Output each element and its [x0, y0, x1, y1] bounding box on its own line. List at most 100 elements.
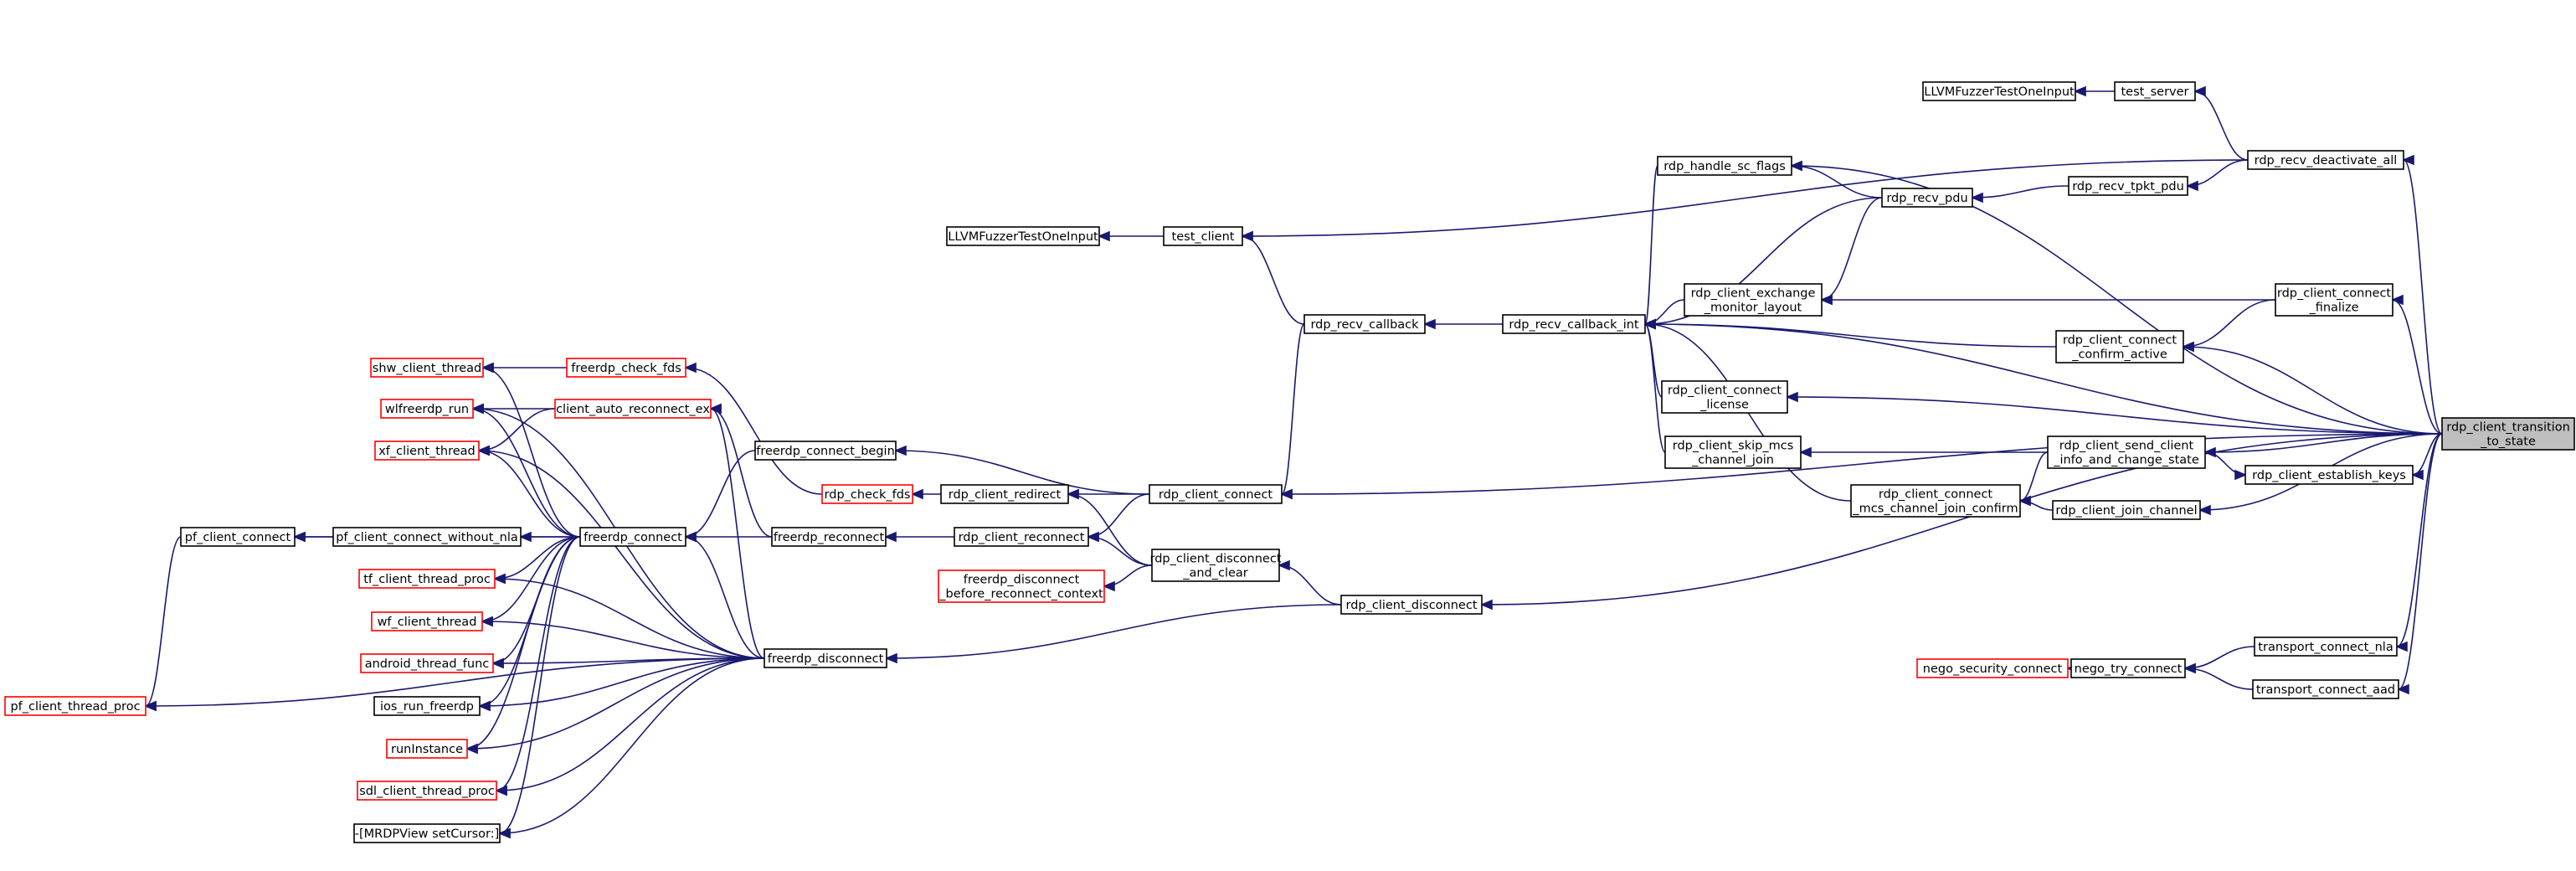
node-exch[interactable]: rdp_client_exchange_monitor_layout — [1684, 283, 1823, 317]
node-box[interactable] — [2068, 176, 2188, 196]
node-box[interactable] — [1664, 436, 1802, 469]
node-box[interactable] — [954, 527, 1089, 547]
node-conn_begin[interactable]: freerdp_connect_begin — [754, 441, 897, 461]
node-recv_pdu[interactable]: rdp_recv_pdu — [1881, 188, 1973, 208]
node-box[interactable] — [370, 358, 484, 378]
node-ios[interactable]: ios_run_freerdp — [373, 696, 481, 716]
node-deact[interactable]: rdp_recv_deactivate_all — [2247, 150, 2404, 170]
node-check_fds_fp[interactable]: freerdp_check_fds — [566, 358, 686, 378]
node-box[interactable] — [946, 226, 1100, 246]
node-box[interactable] — [1303, 314, 1426, 334]
node-box[interactable] — [2052, 500, 2201, 520]
node-shw[interactable]: shw_client_thread — [370, 358, 484, 378]
node-box[interactable] — [554, 399, 712, 419]
node-box[interactable] — [821, 484, 913, 504]
node-mrdp[interactable]: -[MRDPView setCursor:] — [353, 823, 501, 843]
node-box[interactable] — [754, 441, 897, 461]
node-box[interactable] — [380, 399, 474, 419]
node-box[interactable] — [1657, 156, 1792, 176]
node-cl_reconnect[interactable]: rdp_client_reconnect — [954, 527, 1089, 547]
node-client_connect[interactable]: rdp_client_connect — [1149, 484, 1283, 504]
node-box[interactable] — [1661, 380, 1788, 414]
node-test_client[interactable]: test_client — [1163, 226, 1243, 246]
node-box[interactable] — [1163, 226, 1243, 246]
node-box[interactable] — [332, 527, 522, 547]
node-pf_nla[interactable]: pf_client_connect_without_nla — [332, 527, 522, 547]
node-finalize[interactable]: rdp_client_connect_finalize — [2275, 283, 2393, 317]
node-disc_clear[interactable]: rdp_client_disconnect_and_clear — [1149, 549, 1282, 582]
node-fr_disconnect[interactable]: freerdp_disconnect — [764, 648, 887, 668]
node-box[interactable] — [1149, 484, 1283, 504]
node-recv_cb[interactable]: rdp_recv_callback — [1303, 314, 1426, 334]
node-redirect[interactable]: rdp_client_redirect — [940, 484, 1069, 504]
node-est_keys[interactable]: rdp_client_establish_keys — [2244, 465, 2414, 485]
node-box[interactable] — [374, 441, 480, 461]
node-box[interactable] — [2070, 658, 2186, 678]
node-pf_connect[interactable]: pf_client_connect — [180, 527, 296, 547]
node-box[interactable] — [358, 569, 496, 589]
node-box[interactable] — [1922, 81, 2076, 101]
node-pf_proc[interactable]: pf_client_thread_proc — [4, 696, 147, 716]
node-check_fds_rdp[interactable]: rdp_check_fds — [821, 484, 913, 504]
node-box[interactable] — [2055, 330, 2184, 363]
node-box[interactable] — [4, 696, 147, 716]
node-box[interactable] — [1881, 188, 1973, 208]
node-box[interactable] — [566, 358, 686, 378]
node-box[interactable] — [938, 570, 1105, 603]
node-box[interactable] — [371, 611, 483, 631]
node-box[interactable] — [1916, 658, 2069, 678]
node-fr_reconnect[interactable]: freerdp_reconnect — [771, 527, 887, 547]
node-auto_reconn[interactable]: client_auto_reconnect_ex — [554, 399, 712, 419]
node-box[interactable] — [764, 648, 887, 668]
node-box[interactable] — [2114, 81, 2196, 101]
node-confirm_active[interactable]: rdp_client_connect_confirm_active — [2055, 330, 2184, 363]
node-test_server[interactable]: test_server — [2114, 81, 2196, 101]
node-mcs_confirm[interactable]: rdp_client_connect_mcs_channel_join_conf… — [1850, 484, 2021, 518]
node-send_info[interactable]: rdp_client_send_client_info_and_change_s… — [2047, 436, 2206, 469]
node-box[interactable] — [357, 781, 497, 801]
node-box[interactable] — [360, 653, 494, 673]
node-box[interactable] — [2275, 283, 2393, 317]
node-cl_disconnect[interactable]: rdp_client_disconnect — [1340, 595, 1483, 615]
node-join_channel[interactable]: rdp_client_join_channel — [2052, 500, 2201, 520]
node-box[interactable] — [2247, 150, 2404, 170]
node-box[interactable] — [1340, 595, 1483, 615]
node-box[interactable] — [353, 823, 501, 843]
node-box[interactable] — [180, 527, 296, 547]
node-license[interactable]: rdp_client_connect_license — [1661, 380, 1788, 414]
node-box[interactable] — [1151, 549, 1280, 582]
node-sc_flags[interactable]: rdp_handle_sc_flags — [1657, 156, 1792, 176]
node-box[interactable] — [2252, 679, 2399, 699]
node-tf[interactable]: tf_client_thread_proc — [358, 569, 496, 589]
node-box[interactable] — [2047, 436, 2206, 469]
node-box[interactable] — [386, 739, 468, 759]
node-wlf[interactable]: wlfreerdp_run — [380, 399, 474, 419]
node-xf[interactable]: xf_client_thread — [374, 441, 480, 461]
node-box[interactable] — [2244, 465, 2414, 485]
node-box[interactable] — [771, 527, 887, 547]
node-skip_mcs[interactable]: rdp_client_skip_mcs_channel_join — [1664, 436, 1802, 469]
node-aad[interactable]: transport_connect_aad — [2252, 679, 2399, 699]
node-box[interactable] — [2441, 417, 2575, 451]
node-sdl[interactable]: sdl_client_thread_proc — [357, 781, 497, 801]
node-box[interactable] — [940, 484, 1069, 504]
node-nego_try[interactable]: nego_try_connect — [2070, 658, 2186, 678]
node-box[interactable] — [1502, 314, 1646, 334]
node-nego_sec[interactable]: nego_security_connect — [1916, 658, 2069, 678]
node-nla[interactable]: transport_connect_nla — [2254, 636, 2398, 657]
node-llvm_srv[interactable]: LLVMFuzzerTestOneInput — [1922, 81, 2076, 101]
node-android[interactable]: android_thread_func — [360, 653, 494, 673]
node-fr_connect[interactable]: freerdp_connect — [579, 527, 686, 547]
node-tpkt[interactable]: rdp_recv_tpkt_pdu — [2068, 176, 2188, 196]
node-box[interactable] — [1850, 484, 2021, 518]
node-box[interactable] — [579, 527, 686, 547]
node-box[interactable] — [1684, 283, 1823, 317]
node-wf[interactable]: wf_client_thread — [371, 611, 483, 631]
node-box[interactable] — [2254, 636, 2398, 657]
node-root[interactable]: rdp_client_transition_to_state — [2441, 417, 2575, 451]
node-box[interactable] — [373, 696, 481, 716]
node-runinst[interactable]: runInstance — [386, 739, 468, 759]
node-recv_cb_int[interactable]: rdp_recv_callback_int — [1502, 314, 1646, 334]
node-llvm_cli[interactable]: LLVMFuzzerTestOneInput — [946, 226, 1100, 246]
node-disc_before[interactable]: freerdp_disconnect_before_reconnect_cont… — [938, 570, 1105, 603]
